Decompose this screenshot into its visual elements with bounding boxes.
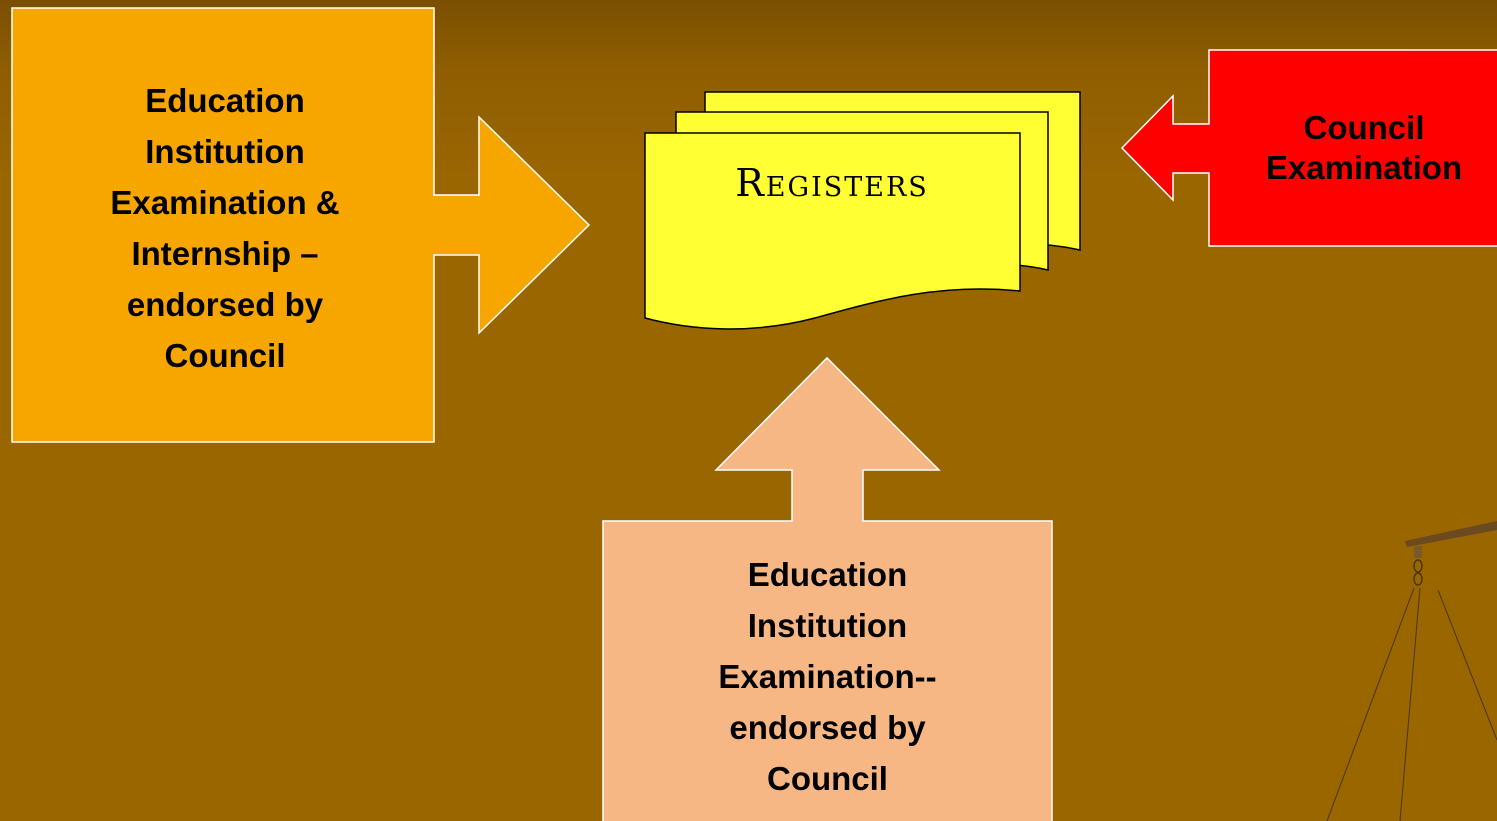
- bottom-arrow-shape: [602, 356, 1053, 821]
- registers-title: Registers: [735, 161, 929, 205]
- scale-string-left: [1326, 587, 1415, 821]
- left-arrow-shape: [11, 7, 591, 443]
- balance-scale-icon: [1326, 521, 1497, 821]
- scale-beam: [1405, 521, 1497, 547]
- document-sheet-front: [644, 132, 1021, 330]
- registers-document-stack: [644, 91, 1081, 330]
- bottom-box-label: Education Institution Examination-- endo…: [718, 555, 937, 797]
- scale-chain-link-1: [1413, 559, 1423, 573]
- right-arrow-shape: [1120, 49, 1497, 247]
- scale-hook-top: [1414, 546, 1422, 558]
- scale-chain-link-2: [1413, 572, 1423, 586]
- scale-string-middle: [1399, 587, 1421, 821]
- scale-string-right: [1437, 589, 1497, 741]
- left-box-label: Education Institution Examination & Inte…: [110, 81, 340, 374]
- right-box-label: Council Examination: [1265, 108, 1463, 186]
